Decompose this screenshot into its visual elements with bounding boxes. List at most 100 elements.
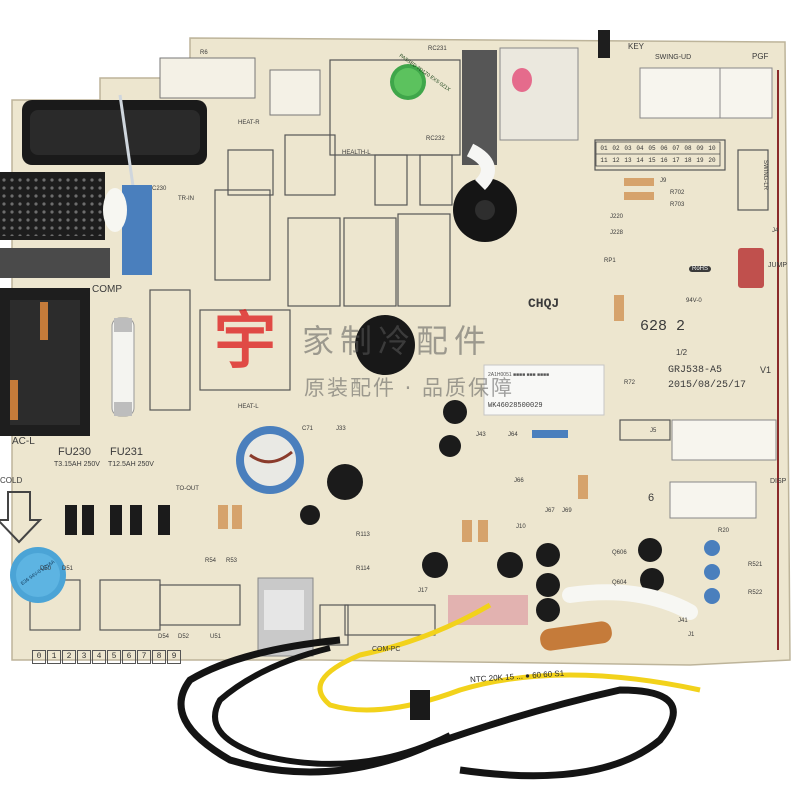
bottom-number: 7	[137, 650, 151, 664]
sticker-serial: WK46028500029	[488, 402, 543, 410]
label-r20: R20	[718, 528, 730, 534]
label-key: KEY	[628, 42, 645, 51]
grid-number: 11	[600, 157, 608, 164]
grid-number: 17	[672, 157, 680, 164]
sticker-small: 2A1H0051 ■■■■ ■■■ ■■■■	[488, 372, 550, 378]
bottom-number: 0	[32, 650, 46, 664]
watermark-line2: 原装配件 · 品质保障	[304, 376, 515, 400]
label-comp: COMP	[92, 284, 122, 295]
label-tr-in: TR-IN	[178, 196, 194, 202]
grid-number: 16	[660, 157, 668, 164]
grid-number: 07	[672, 145, 680, 152]
grid-number: 14	[636, 157, 644, 164]
grid-number: 20	[708, 157, 716, 164]
label-rc231: RC231	[428, 46, 447, 52]
label-fu230-rating: T3.15AH 250V	[54, 461, 100, 468]
grid-number: 03	[624, 145, 632, 152]
board-model: GRJ538-A5	[668, 365, 723, 376]
board-part-mark: 628 2	[640, 318, 686, 335]
electrolytic-caps	[300, 400, 664, 622]
label-j66: J66	[514, 478, 524, 484]
bottom-number: 3	[77, 650, 91, 664]
grid-number: 06	[660, 145, 668, 152]
label-d51: D51	[62, 566, 74, 572]
rohs-badge: RoHS	[689, 266, 712, 272]
label-com-pc: COM-PC	[372, 646, 401, 653]
board-date: 2015/08/25/17	[668, 380, 747, 391]
label-swing-lr: SWING-LR	[762, 160, 768, 190]
label-j17: J17	[418, 588, 428, 594]
label-ac-l: AC-L	[12, 436, 35, 447]
label-fu231-rating: T12.5AH 250V	[108, 461, 154, 468]
grid-number: 19	[696, 157, 704, 164]
grid-number: 01	[600, 145, 608, 152]
bottom-number: 8	[152, 650, 166, 664]
label-q606: Q606	[612, 550, 627, 556]
label-j220: J220	[610, 214, 624, 220]
label-to-out: TO-OUT	[176, 486, 199, 492]
label-j4: J4	[772, 228, 779, 234]
label-pgf: PGF	[752, 52, 769, 61]
label-j9: J9	[660, 178, 667, 184]
label-heat-r: HEAT-R	[238, 120, 260, 126]
label-d54: D54	[158, 634, 170, 640]
grid-number: 05	[648, 145, 656, 152]
label-rp1: RP1	[604, 258, 616, 264]
label-r72: R72	[624, 380, 636, 386]
ntc-sensor	[540, 621, 612, 651]
label-j10: J10	[516, 524, 526, 530]
grid-number: 08	[684, 145, 692, 152]
label-u51: U51	[210, 634, 222, 640]
grid-number: 10	[708, 145, 716, 152]
label-r6: R6	[200, 50, 208, 56]
label-r703: R703	[670, 202, 685, 208]
label-j64: J64	[508, 432, 518, 438]
label-j33: J33	[336, 426, 346, 432]
label-d50: D50	[40, 566, 52, 572]
bottom-number: 9	[167, 650, 181, 664]
grid-number: 04	[636, 145, 644, 152]
label-swing-ud: SWING-UD	[655, 54, 692, 61]
bottom-number: 5	[107, 650, 121, 664]
label-rc232: RC232	[426, 136, 445, 142]
label-r54: R54	[205, 558, 217, 564]
yellow-wire	[317, 602, 701, 713]
label-disp: DISP	[770, 478, 787, 485]
label-j67: J67	[545, 508, 555, 514]
board-page-mark: 1/2	[676, 348, 688, 357]
label-r113: R113	[356, 532, 370, 538]
number-grid	[595, 141, 721, 167]
label-heat-l: HEAT-L	[238, 404, 259, 410]
number-grid-labels: 01 02 03 04 05 06 07 08 09 10 11 12 13 14 15 16 17 18 19 20	[598, 143, 720, 167]
label-jump: JUMP	[768, 262, 788, 269]
bottom-number: 1	[47, 650, 61, 664]
diodes	[65, 178, 654, 542]
grid-number: 13	[624, 157, 632, 164]
label-health-l: HEALTH-L	[342, 150, 371, 156]
label-94v: 94V-0	[686, 298, 702, 304]
label-j5: J5	[650, 428, 657, 434]
label-r702: R702	[670, 190, 685, 196]
label-q604: Q604	[612, 580, 627, 586]
label-j43: J43	[476, 432, 486, 438]
bottom-number: 4	[92, 650, 106, 664]
grid-number: 02	[612, 145, 620, 152]
label-d52: D52	[178, 634, 190, 640]
grid-number: 18	[684, 157, 692, 164]
bottom-number: 6	[122, 650, 136, 664]
label-r521: R521	[748, 562, 763, 568]
grid-number: 09	[696, 145, 704, 152]
label-c71: C71	[302, 426, 314, 432]
board-code: CHQJ	[528, 296, 560, 311]
silkscreen-outlines	[29, 59, 769, 646]
label-r114: R114	[356, 566, 370, 572]
label-r53: R53	[226, 558, 238, 564]
label-j1: J1	[688, 632, 695, 638]
label-j69: J69	[562, 508, 572, 514]
grid-number: 15	[648, 157, 656, 164]
label-fu231: FU231	[110, 446, 144, 458]
grid-number: 12	[612, 157, 620, 164]
